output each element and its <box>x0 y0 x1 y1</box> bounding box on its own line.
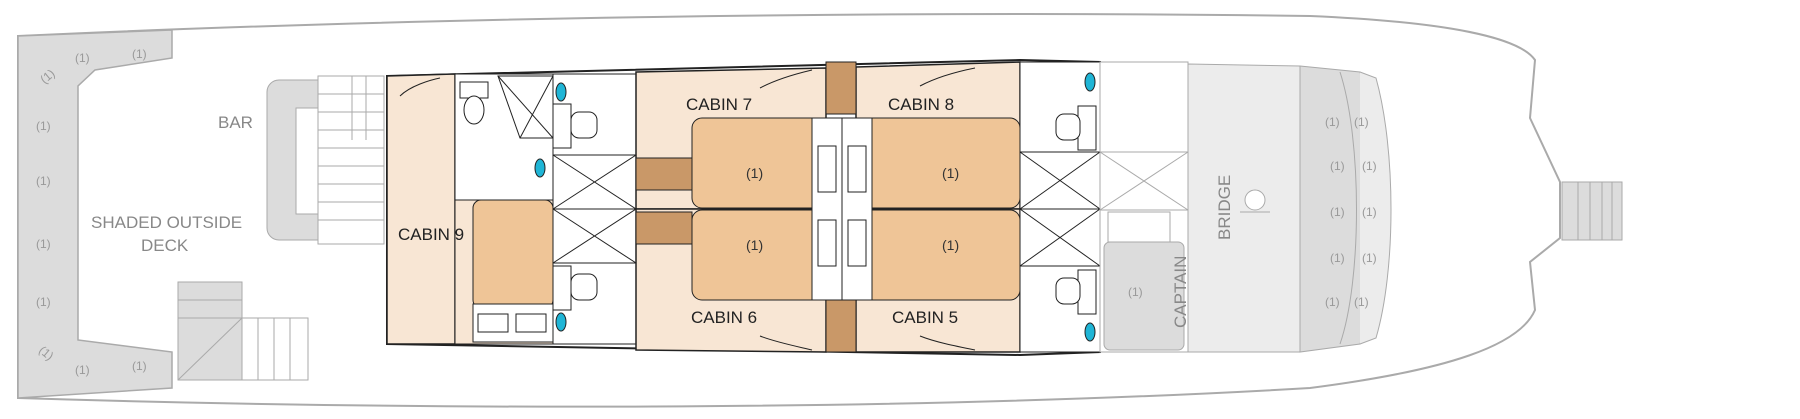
lower-stairs <box>177 281 309 381</box>
central-stairs <box>635 61 857 353</box>
cabin-8-label: CABIN 8 <box>888 95 954 114</box>
captain-bed-mark: (1) <box>1128 285 1143 299</box>
svg-text:(1): (1) <box>75 363 90 377</box>
door-swings <box>399 67 976 351</box>
shaded-outside-deck <box>17 29 173 399</box>
svg-text:(1): (1) <box>1330 251 1345 265</box>
svg-text:(1): (1) <box>1330 159 1345 173</box>
portholes-right <box>1084 72 1096 342</box>
svg-text:(1): (1) <box>1354 295 1369 309</box>
bar-label: BAR <box>218 113 253 132</box>
right-bathrooms <box>1019 61 1101 353</box>
bed-mark-cabin-5: (1) <box>942 237 959 253</box>
upper-stairs <box>317 75 385 245</box>
svg-text:(1): (1) <box>1354 115 1369 129</box>
bridge-seating: (1) (1) (1) (1) (1) (1) (1) (1) (1) (1) <box>1325 115 1377 309</box>
cabin-7-label: CABIN 7 <box>686 95 752 114</box>
svg-text:(1): (1) <box>1325 115 1340 129</box>
captain-cabin <box>1099 61 1189 353</box>
svg-text:(1): (1) <box>36 119 51 133</box>
bed-mark-cabin-7: (1) <box>746 165 763 181</box>
bed-mark-cabin-8: (1) <box>942 165 959 181</box>
svg-text:(1): (1) <box>36 174 51 188</box>
beds <box>691 117 1021 301</box>
deck-seating: (1) (1) (1) (1) (1) (1) (1) (1) (1) (1) <box>36 47 147 377</box>
deck-label-line2: DECK <box>141 236 189 255</box>
cabin-9-floor <box>386 73 456 345</box>
cabin-5-bed <box>855 209 1021 301</box>
bow-ladder <box>1561 181 1623 241</box>
bed-mark-cabin-6: (1) <box>746 237 763 253</box>
cabin-9-bed <box>472 199 554 309</box>
cabin-7-bed <box>691 117 827 209</box>
svg-text:(1): (1) <box>1362 251 1377 265</box>
svg-text:(1): (1) <box>1362 159 1377 173</box>
bridge-label: BRIDGE <box>1215 175 1234 240</box>
svg-text:(1): (1) <box>1325 295 1340 309</box>
svg-text:(1): (1) <box>75 51 90 65</box>
svg-text:(1): (1) <box>36 237 51 251</box>
left-bathrooms <box>552 73 637 345</box>
cabin-6-bed <box>691 209 827 301</box>
deck-label-line1: SHADED OUTSIDE <box>91 213 242 232</box>
cabin-5-label: CABIN 5 <box>892 308 958 327</box>
captain-label: CAPTAIN <box>1171 256 1190 328</box>
svg-text:(1): (1) <box>132 359 147 373</box>
svg-text:(1): (1) <box>1362 205 1377 219</box>
cabin-9-bathroom <box>454 73 554 201</box>
cabin-8-bed <box>855 117 1021 209</box>
svg-text:(1): (1) <box>132 47 147 61</box>
portholes-left <box>534 82 567 332</box>
cabin-6-label: CABIN 6 <box>691 308 757 327</box>
svg-text:(1): (1) <box>1330 205 1345 219</box>
bridge-area <box>1187 63 1392 353</box>
cabin-9-label: CABIN 9 <box>398 225 464 244</box>
svg-text:(1): (1) <box>36 295 51 309</box>
central-wardrobes <box>811 117 873 301</box>
